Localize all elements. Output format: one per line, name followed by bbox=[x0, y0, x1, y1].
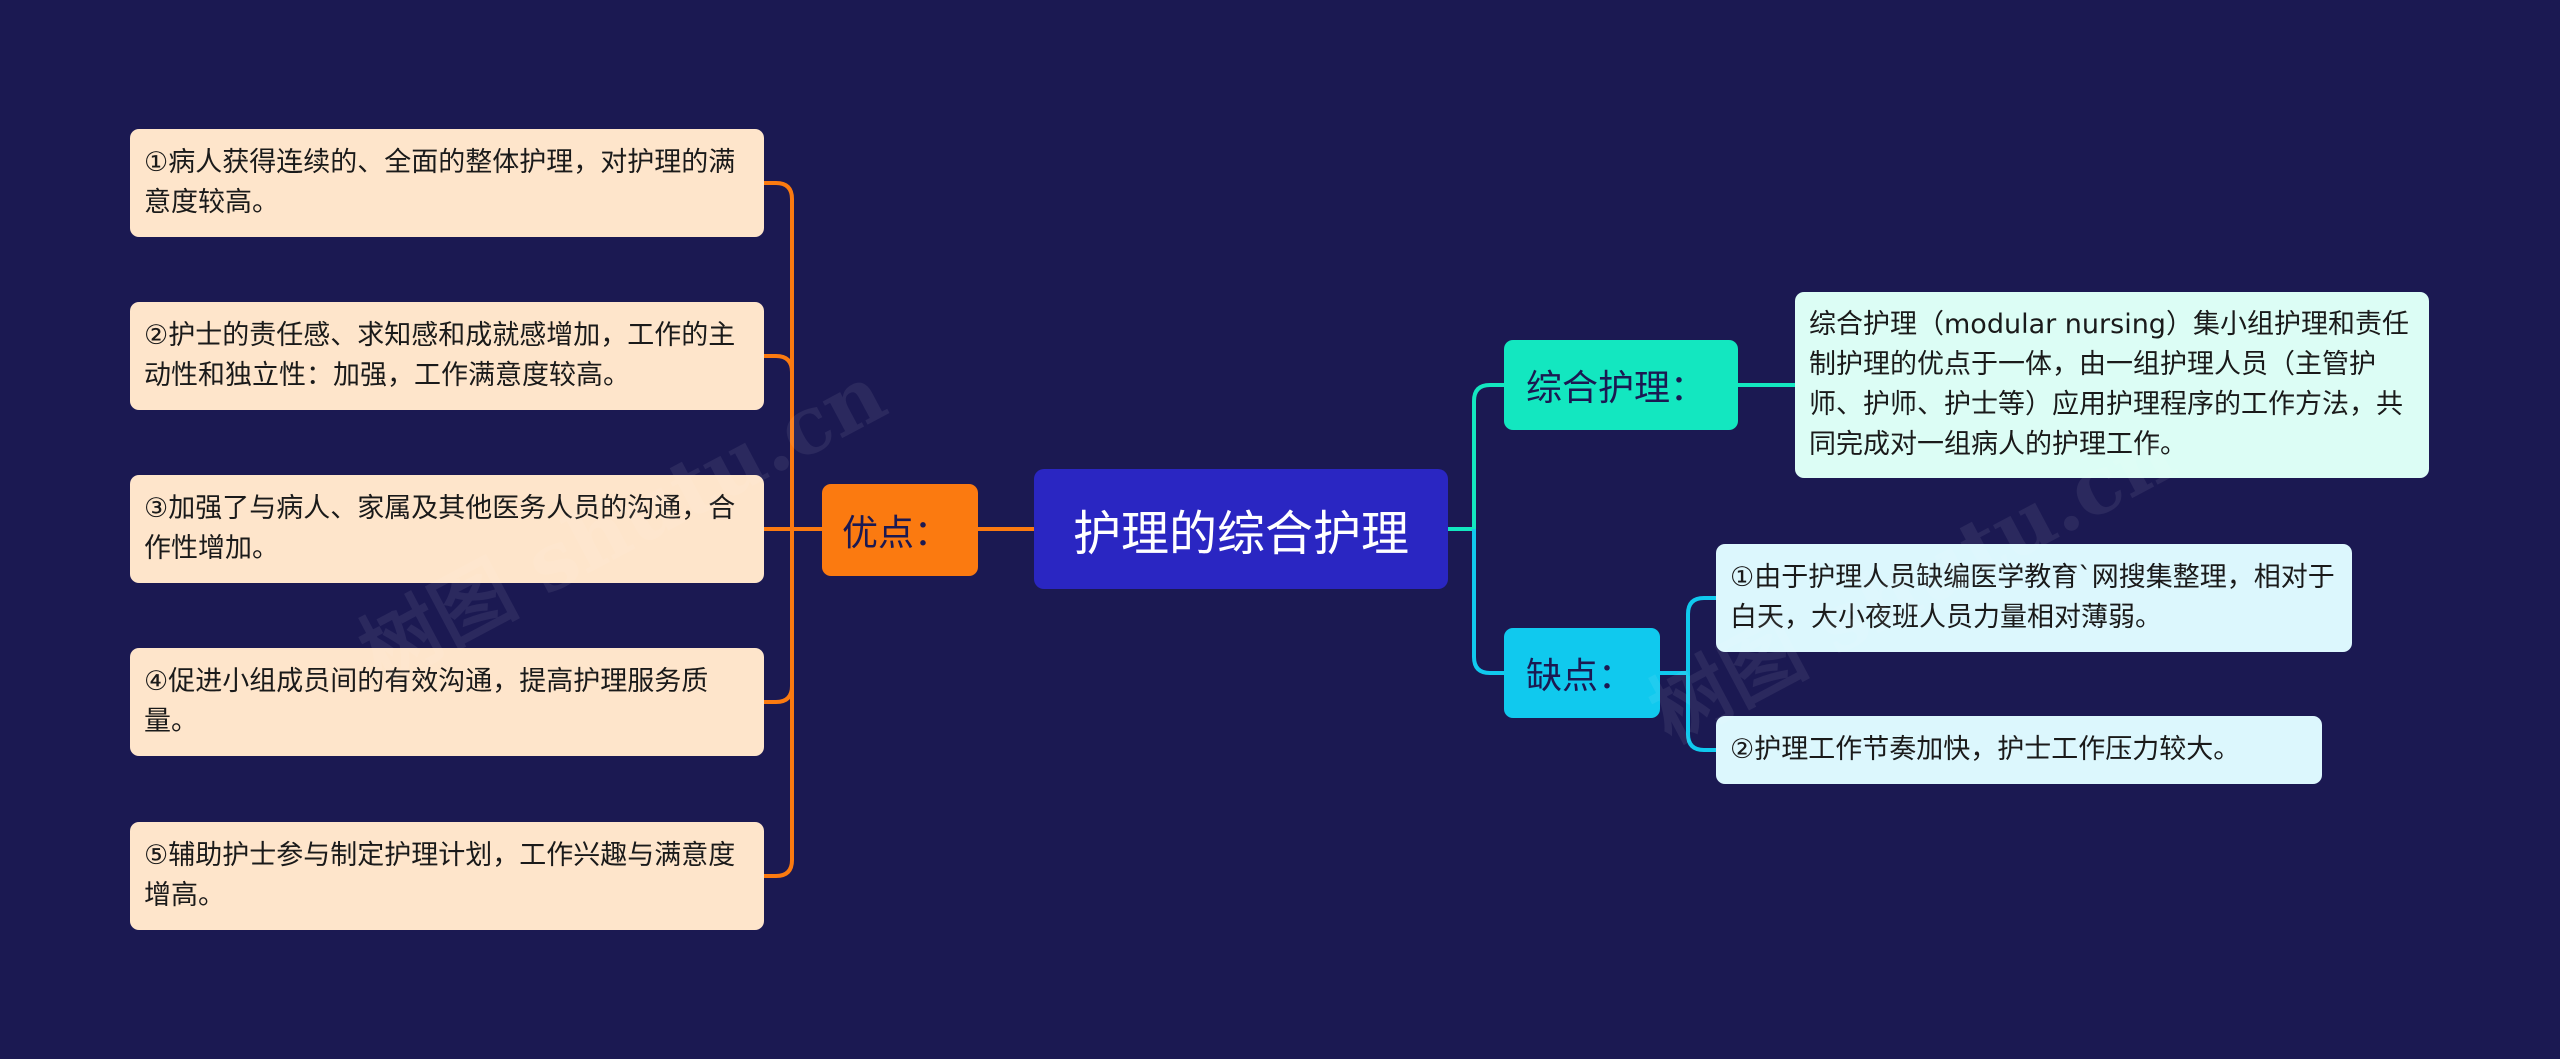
advantage-item-5[interactable]: ⑤辅助护士参与制定护理计划，工作兴趣与满意度增高。 bbox=[130, 822, 764, 930]
definition-text: 综合护理（modular nursing）集小组护理和责任制护理的优点于一体，由… bbox=[1809, 309, 2409, 460]
advantage-item-text: ②护士的责任感、求知感和成就感增加，工作的主动性和独立性：加强，工作满意度较高。 bbox=[144, 320, 736, 391]
root-node[interactable]: 护理的综合护理 bbox=[1034, 469, 1448, 589]
advantage-item-text: ①病人获得连续的、全面的整体护理，对护理的满意度较高。 bbox=[144, 147, 736, 218]
disadvantage-item-text: ①由于护理人员缺编医学教育`网搜集整理，相对于白天，大小夜班人员力量相对薄弱。 bbox=[1730, 562, 2335, 633]
advantages-label: 优点： bbox=[842, 513, 951, 554]
advantage-item-text: ④促进小组成员间的有效沟通，提高护理服务质量。 bbox=[144, 666, 709, 737]
root-label: 护理的综合护理 bbox=[1072, 506, 1409, 562]
advantage-item-2[interactable]: ②护士的责任感、求知感和成就感增加，工作的主动性和独立性：加强，工作满意度较高。 bbox=[130, 302, 764, 410]
disadvantage-item-text: ②护理工作节奏加快，护士工作压力较大。 bbox=[1730, 734, 2241, 765]
disadvantages-node[interactable]: 缺点： bbox=[1504, 628, 1660, 718]
advantage-item-1[interactable]: ①病人获得连续的、全面的整体护理，对护理的满意度较高。 bbox=[130, 129, 764, 237]
disadvantages-label: 缺点： bbox=[1526, 656, 1635, 697]
advantages-node[interactable]: 优点： bbox=[822, 484, 978, 576]
disadvantage-item-1[interactable]: ①由于护理人员缺编医学教育`网搜集整理，相对于白天，大小夜班人员力量相对薄弱。 bbox=[1716, 544, 2352, 652]
advantage-item-text: ⑤辅助护士参与制定护理计划，工作兴趣与满意度增高。 bbox=[144, 840, 736, 911]
advantage-item-4[interactable]: ④促进小组成员间的有效沟通，提高护理服务质量。 bbox=[130, 648, 764, 756]
disadvantage-item-2[interactable]: ②护理工作节奏加快，护士工作压力较大。 bbox=[1716, 716, 2322, 784]
advantage-item-text: ③加强了与病人、家属及其他医务人员的沟通，合作性增加。 bbox=[144, 493, 736, 564]
definition-text-node[interactable]: 综合护理（modular nursing）集小组护理和责任制护理的优点于一体，由… bbox=[1795, 292, 2429, 478]
definition-label: 综合护理： bbox=[1526, 368, 1707, 409]
definition-node[interactable]: 综合护理： bbox=[1504, 340, 1738, 430]
advantage-item-3[interactable]: ③加强了与病人、家属及其他医务人员的沟通，合作性增加。 bbox=[130, 475, 764, 583]
